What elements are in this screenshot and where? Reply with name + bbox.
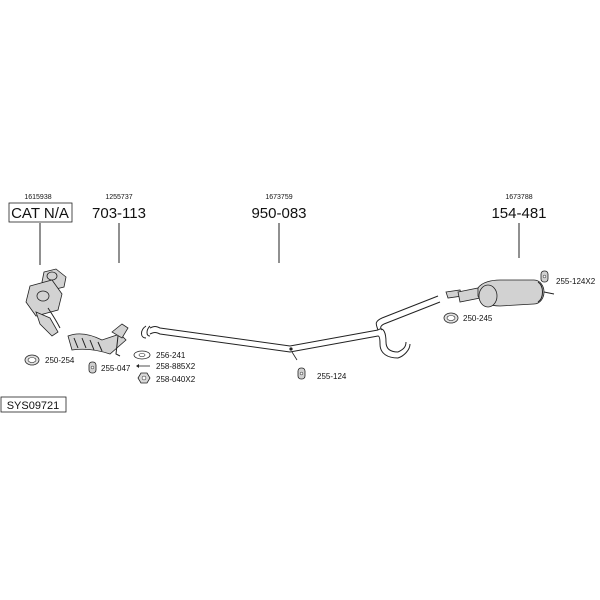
hanger-mid-label: 255-124 (317, 372, 347, 381)
rear-silencer[interactable] (445, 279, 555, 308)
hanger-rear-icon[interactable] (540, 270, 549, 283)
hanger-rear-label: 255-124X2 (556, 277, 596, 286)
nut-label: 258-040X2 (156, 375, 196, 384)
part-ref-3: 1673759 (265, 194, 292, 201)
clamp-rear-label: 250-245 (463, 314, 493, 323)
part-number-4[interactable]: 154-481 (491, 205, 546, 222)
system-code: SYS09721 (7, 400, 60, 412)
hanger-mid-icon[interactable] (291, 351, 306, 380)
gasket-icon[interactable] (133, 350, 151, 360)
cat-box (8, 202, 73, 223)
hanger-icon[interactable] (88, 361, 97, 374)
catalytic-converter[interactable] (25, 268, 67, 337)
system-code-box (0, 396, 67, 413)
clamp-rear-icon[interactable] (443, 312, 459, 324)
part-number-2[interactable]: 703-113 (92, 205, 146, 222)
middle-pipe[interactable] (141, 295, 441, 359)
clamp-icon[interactable] (24, 354, 40, 366)
part-ref-2: 1255737 (105, 194, 132, 201)
part-ref-4: 1673788 (505, 194, 532, 201)
part-number-1[interactable]: CAT N/A (11, 205, 69, 222)
part-ref-1: 1615938 (24, 194, 51, 201)
nut-icon[interactable] (137, 372, 151, 384)
front-pipe[interactable] (67, 323, 129, 357)
gasket-label: 256-241 (156, 351, 186, 360)
hanger-front-label: 255-047 (101, 364, 131, 373)
part-number-3[interactable]: 950-083 (251, 205, 306, 222)
bolt-icon[interactable] (136, 364, 150, 368)
bolt-label: 258-885X2 (156, 362, 196, 371)
clamp-cat-label: 250-254 (45, 356, 75, 365)
